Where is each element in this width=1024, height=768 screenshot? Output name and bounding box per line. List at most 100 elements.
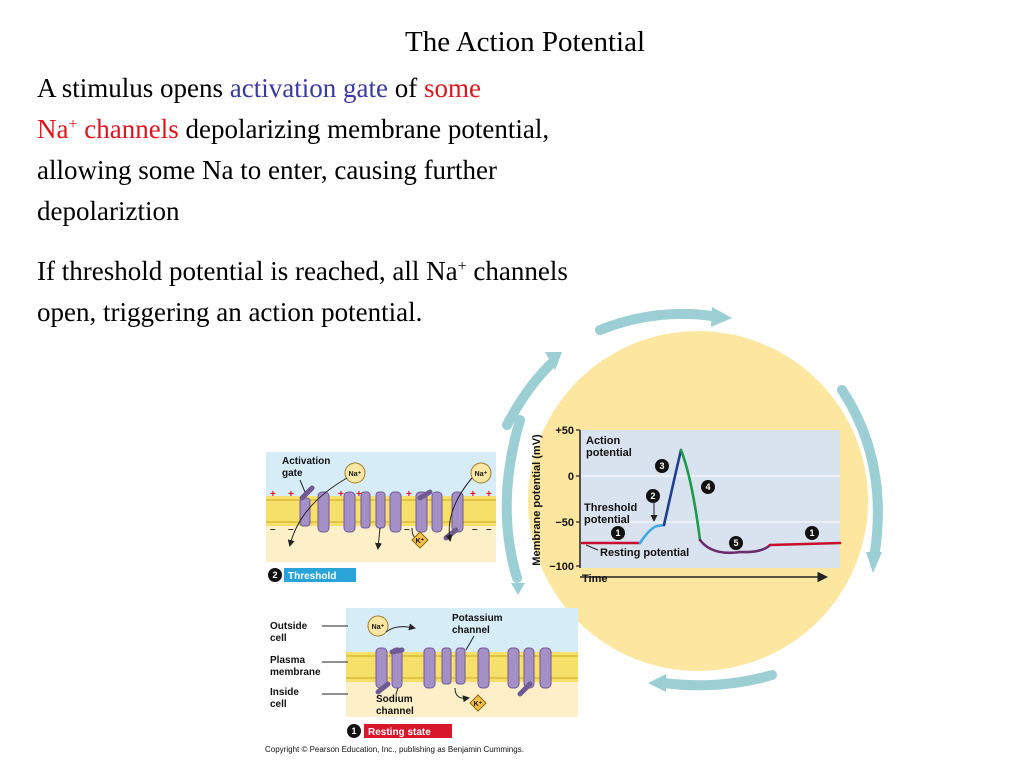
cycle-arrow-bottom: [659, 670, 777, 691]
k-flow-arrow: [454, 687, 470, 703]
membrane-potential-trace: [580, 448, 842, 555]
flow-arrow: [375, 527, 382, 550]
stage-label-resting: Resting state: [368, 727, 431, 738]
stage-number: 2: [272, 570, 277, 580]
text-run: depolarizing membrane potential, allowin…: [37, 114, 550, 226]
text-run: If threshold potential is reached, all N…: [37, 256, 458, 286]
stage-number: 1: [615, 528, 620, 538]
charge-plus: +: [270, 489, 276, 500]
label-inside-cell: Inside: [270, 687, 299, 698]
na-ion-label: Na⁺: [372, 624, 385, 631]
charge-plus: +: [288, 489, 294, 500]
charge-plus: +: [406, 489, 412, 500]
arrowhead-icon: [648, 674, 666, 692]
arrowhead-icon: [711, 307, 732, 327]
y-axis-label: Membrane potential (mV): [531, 434, 543, 566]
label-threshold-potential: Threshold: [584, 502, 637, 514]
na-ion-icon: [367, 615, 389, 637]
k-ion-icon: [469, 694, 487, 712]
cycle-arrows: [501, 308, 883, 691]
label-sodium-channel: channel: [376, 706, 414, 717]
charge-minus: –: [288, 524, 294, 535]
label-outside-cell: Outside: [270, 621, 308, 632]
trace-falling: [679, 448, 702, 542]
superscript-plus: +: [457, 258, 467, 275]
tick-label: −50: [555, 517, 574, 529]
charge-plus: +: [486, 489, 492, 500]
stage-badge: [805, 526, 819, 540]
label-plasma-membrane: membrane: [270, 667, 321, 678]
na-ion-icon: [470, 462, 492, 484]
slide-title: The Action Potential: [404, 26, 645, 58]
resting-pointer: [585, 544, 599, 551]
text-run: of: [387, 73, 424, 103]
trace-rising: [662, 448, 683, 527]
text-run: A stimulus opens: [37, 73, 230, 103]
stage-label-badge: [364, 724, 452, 738]
stage-number: 2: [650, 491, 655, 501]
charge-plus: +: [470, 489, 476, 500]
text-run: channels open, triggering an action pote…: [37, 256, 568, 327]
stage-number: 4: [705, 482, 710, 492]
stage-badge: [347, 724, 361, 738]
label-activation-gate: Activation: [282, 456, 330, 467]
k-ion-label: K⁺: [416, 538, 425, 545]
label-action-potential: Action: [586, 435, 621, 447]
stage-badge: [729, 536, 743, 550]
stage-badge: [611, 526, 625, 540]
highlight-channels: channels: [77, 114, 179, 144]
label-sodium-channel: Sodium: [376, 694, 413, 705]
charge-plus: +: [356, 489, 362, 500]
label-inside-cell: cell: [270, 699, 287, 710]
na-ion-label: Na⁺: [349, 471, 362, 478]
charge-minus: –: [270, 524, 276, 535]
channel-proteins: [299, 491, 464, 533]
stage-label-badge: [284, 568, 356, 582]
na-flow-arrow: [445, 477, 473, 542]
label-action-potential: potential: [586, 447, 632, 459]
tick-label: 0: [568, 471, 574, 483]
stage-badge: [701, 480, 715, 494]
arrowhead-icon: [545, 352, 562, 370]
trace-resting-return: [768, 541, 842, 547]
cycle-arrow-right: [837, 385, 883, 557]
highlight-some: some: [423, 73, 481, 103]
graph-gridlines: [580, 475, 840, 523]
label-outside-cell: cell: [270, 633, 287, 644]
paragraph-stimulus: A stimulus opens activation gate of some…: [37, 68, 617, 232]
charge-minus: –: [404, 524, 410, 535]
stage-number: 3: [659, 461, 664, 471]
highlight-activation-gate: activation gate: [229, 73, 388, 103]
stage-badge: [655, 459, 669, 473]
stage-number: 1: [809, 528, 814, 538]
outside-fluid: [266, 452, 496, 496]
charge-plus: +: [338, 489, 344, 500]
cycle-arrow-top: [595, 308, 717, 335]
trace-undershoot: [698, 538, 772, 555]
channel-proteins: [375, 647, 552, 689]
stage-number: 1: [351, 726, 356, 736]
stage-badge: [268, 568, 282, 582]
trace-threshold: [638, 523, 666, 545]
label-plasma-membrane: Plasma: [270, 655, 305, 666]
k-ion-icon: [411, 531, 429, 549]
resting-panel: Na⁺ Potassium channel Sodium channel K⁺ …: [270, 608, 578, 738]
arrowhead-icon: [511, 583, 525, 595]
label-resting-potential: Resting potential: [600, 547, 689, 559]
cycle-arrow-left-upper: [502, 357, 558, 430]
na-ion-label: Na⁺: [475, 471, 488, 478]
na-ion-icon: [344, 462, 366, 484]
label-potassium-channel: channel: [452, 625, 490, 636]
arrowhead-icon: [866, 552, 882, 573]
threshold-panel: + + + + + + + – – – – – Activation gate …: [266, 452, 496, 582]
k-ion-label: K⁺: [474, 701, 483, 708]
label-activation-gate: gate: [282, 468, 303, 479]
charge-minus: –: [472, 524, 478, 535]
tick-label: −100: [549, 561, 574, 573]
tick-label: +50: [555, 425, 574, 437]
paragraph-threshold: If threshold potential is reached, all N…: [37, 251, 617, 333]
charge-minus: –: [486, 524, 492, 535]
label-threshold-potential: potential: [584, 514, 630, 526]
copyright-notice: Copyright © Pearson Education, Inc., pub…: [265, 745, 524, 754]
